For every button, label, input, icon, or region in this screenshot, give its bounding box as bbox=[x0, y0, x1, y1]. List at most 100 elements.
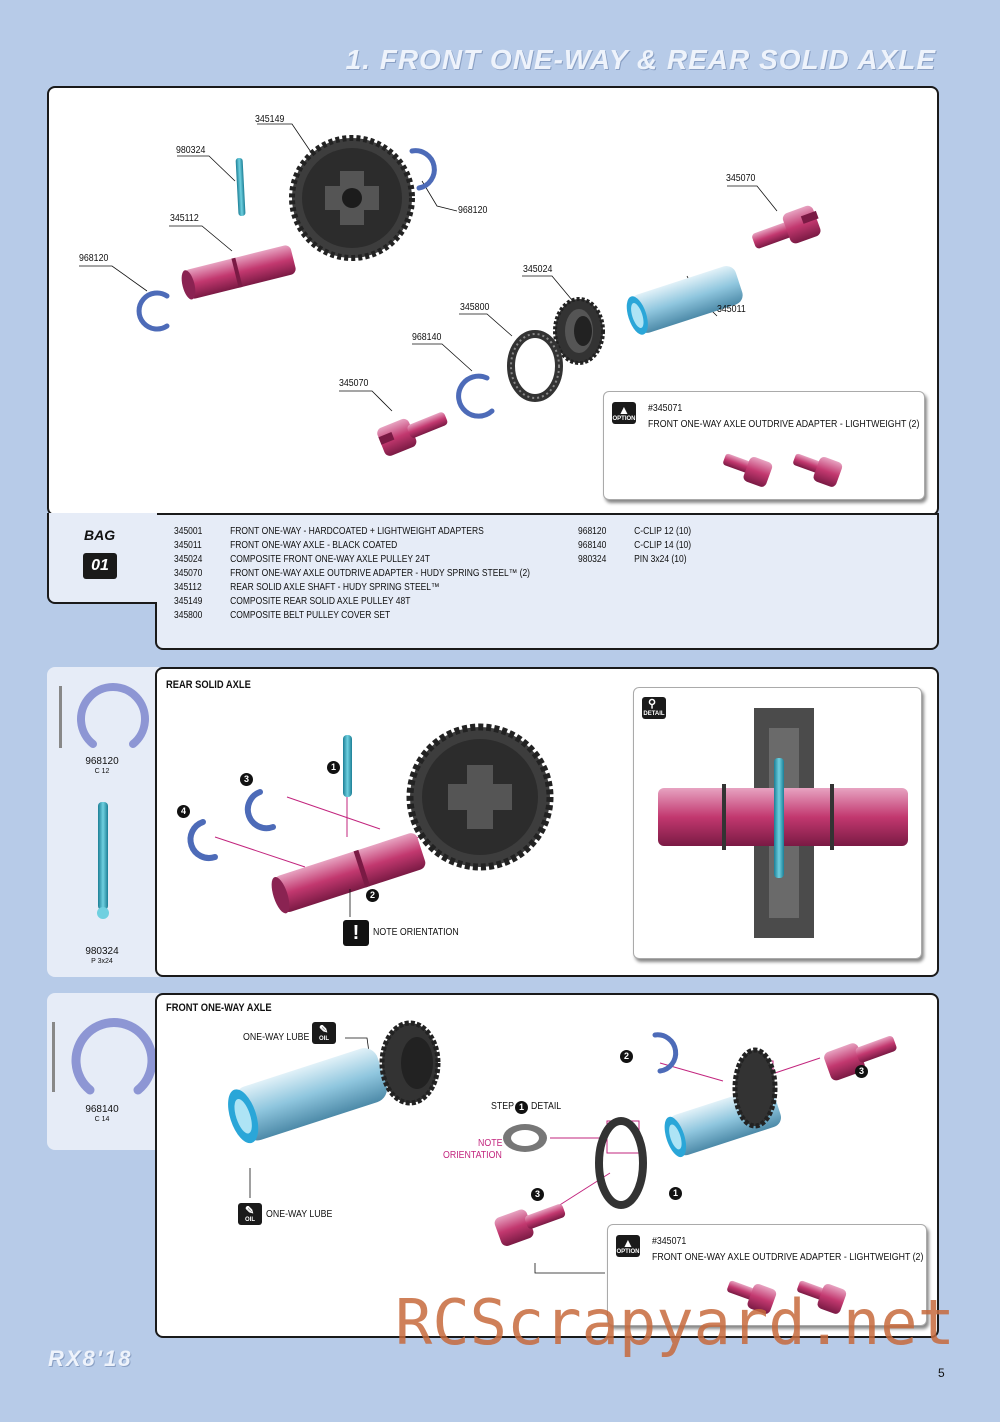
rear-step-1: 1 bbox=[327, 761, 340, 774]
detail-badge-text: DETAIL bbox=[643, 711, 665, 717]
rear-pulley-345149 bbox=[289, 135, 415, 261]
option-box-1: ▲ OPTION #345071 FRONT ONE-WAY AXLE OUTD… bbox=[603, 391, 925, 500]
c-clip-968120-right bbox=[409, 148, 437, 191]
front-pulley-right bbox=[732, 1047, 778, 1129]
part-description: COMPOSITE REAR SOLID AXLE PULLEY 48T bbox=[230, 596, 411, 607]
part-description: FRONT ONE-WAY AXLE - BLACK COATED bbox=[230, 540, 398, 551]
label-345024: 345024 bbox=[523, 264, 553, 275]
step-detail-number: 1 bbox=[515, 1101, 528, 1114]
parts-row: 345070 FRONT ONE-WAY AXLE OUTDRIVE ADAPTE… bbox=[174, 568, 530, 582]
c-clip-968120-left bbox=[136, 290, 170, 332]
bag-box: BAG 01 bbox=[47, 513, 157, 604]
side1-pin-sub: P 3x24 bbox=[91, 958, 113, 965]
front-outdrive-left bbox=[494, 1204, 566, 1246]
part-code: 345149 bbox=[174, 596, 203, 607]
part-code: 345070 bbox=[174, 568, 203, 579]
label-345070-left: 345070 bbox=[339, 378, 369, 389]
parts-list-panel bbox=[155, 513, 939, 650]
warning-icon: ! bbox=[343, 920, 369, 946]
note-line-1: NOTE bbox=[478, 1138, 503, 1149]
front-step-2: 2 bbox=[620, 1050, 633, 1063]
part-code: 980324 bbox=[578, 554, 607, 565]
front-pulley-345024 bbox=[553, 297, 605, 365]
part-description: COMPOSITE FRONT ONE-WAY AXLE PULLEY 24T bbox=[230, 554, 430, 565]
option-icon-2: ▲ OPTION bbox=[616, 1235, 640, 1257]
step-detail-suffix: DETAIL bbox=[531, 1101, 562, 1112]
lube-top-label: ONE-WAY LUBE bbox=[243, 1032, 310, 1043]
part-code: 345112 bbox=[174, 582, 202, 593]
rear-note: NOTE ORIENTATION bbox=[373, 927, 459, 938]
front-axle-345011 bbox=[626, 266, 743, 335]
brand-logo: RX8'18 bbox=[48, 1346, 133, 1371]
thumbs-up-icon: ▲ bbox=[618, 403, 630, 417]
part-code: 345001 bbox=[174, 526, 203, 537]
option2-description: FRONT ONE-WAY AXLE OUTDRIVE ADAPTER - LI… bbox=[652, 1252, 924, 1263]
part-code: 345011 bbox=[174, 540, 202, 551]
watermark: RCScrapyard.net bbox=[395, 1286, 955, 1359]
option2-adapters-drawing bbox=[727, 1280, 847, 1314]
detail-icon: ⚲ DETAIL bbox=[642, 697, 666, 719]
pulley-cover-345800 bbox=[507, 330, 563, 402]
parts-row: 345011 FRONT ONE-WAY AXLE - BLACK COATED bbox=[174, 540, 530, 554]
rear-step-4: 4 bbox=[177, 805, 190, 818]
part-description: PIN 3x24 (10) bbox=[634, 554, 687, 565]
label-968120-left: 968120 bbox=[79, 253, 109, 264]
oil-badge-text-top: OIL bbox=[319, 1036, 329, 1042]
option2-part-number: #345071 bbox=[652, 1236, 687, 1247]
side2-clip-sub: C 14 bbox=[94, 1116, 110, 1123]
note-line-2: ORIENTATION bbox=[443, 1150, 502, 1161]
magnifier-icon: ⚲ bbox=[648, 698, 657, 710]
option-adapters-drawing bbox=[723, 453, 843, 487]
rear-heading: REAR SOLID AXLE bbox=[166, 679, 251, 691]
side1-pin-code: 980324 bbox=[85, 946, 119, 957]
label-345800: 345800 bbox=[460, 302, 490, 313]
label-345149: 345149 bbox=[255, 114, 285, 125]
parts-row: 980324 PIN 3x24 (10) bbox=[578, 554, 691, 568]
front-axle-drawing bbox=[228, 1020, 897, 1274]
rear-step-2: 2 bbox=[366, 889, 379, 902]
rear-axle-shaft bbox=[271, 833, 426, 914]
step-detail-prefix: STEP bbox=[491, 1101, 514, 1112]
part-description: FRONT ONE-WAY AXLE OUTDRIVE ADAPTER - HU… bbox=[230, 568, 531, 579]
page-number: 5 bbox=[938, 1366, 945, 1380]
part-code: 968120 bbox=[578, 526, 607, 537]
page-title: 1. FRONT ONE-WAY & REAR SOLID AXLE bbox=[345, 44, 936, 75]
part-description: REAR SOLID AXLE SHAFT - HUDY SPRING STEE… bbox=[230, 582, 440, 593]
rear-step-3: 3 bbox=[240, 773, 253, 786]
pin-980324-icon bbox=[98, 802, 108, 910]
oil-icon-top: ✎ OIL bbox=[312, 1022, 336, 1044]
rear-axle-shaft-345112 bbox=[181, 245, 296, 300]
c-clip-968120-icon bbox=[77, 683, 149, 748]
label-345112: 345112 bbox=[170, 213, 199, 224]
option-icon: ▲ OPTION bbox=[612, 402, 636, 424]
option2-badge-text: OPTION bbox=[616, 1249, 640, 1255]
side1-clip-code: 968120 bbox=[85, 756, 119, 767]
exploded-view-drawing bbox=[79, 123, 821, 456]
label-980324: 980324 bbox=[176, 145, 206, 156]
rear-pulley-48t bbox=[406, 723, 554, 871]
outdrive-345070-left bbox=[377, 412, 448, 456]
part-code: 968140 bbox=[578, 540, 607, 551]
label-968140: 968140 bbox=[412, 332, 442, 343]
rear-c-clip-4 bbox=[187, 819, 218, 861]
option-box-2: ▲ OPTION #345071 FRONT ONE-WAY AXLE OUTD… bbox=[607, 1224, 927, 1326]
oil-badge-text-bottom: OIL bbox=[245, 1217, 255, 1223]
option-description: FRONT ONE-WAY AXLE OUTDRIVE ADAPTER - LI… bbox=[648, 419, 920, 430]
label-345011: 345011 bbox=[717, 304, 746, 315]
part-description: C-CLIP 14 (10) bbox=[634, 540, 692, 551]
lube-bottom-label: ONE-WAY LUBE bbox=[266, 1209, 333, 1220]
front-heading: FRONT ONE-WAY AXLE bbox=[166, 1002, 272, 1014]
pin-980324 bbox=[235, 157, 246, 216]
bag-label: BAG bbox=[84, 527, 116, 543]
oil-can-icon-2: ✎ bbox=[245, 1205, 255, 1217]
bag-number: 01 bbox=[83, 553, 117, 579]
parts-row: 968140 C-CLIP 14 (10) bbox=[578, 540, 691, 554]
rear-c-clip-3 bbox=[244, 789, 276, 832]
front-cover-ring bbox=[595, 1117, 647, 1209]
side-parts-1-drawing bbox=[59, 683, 149, 919]
